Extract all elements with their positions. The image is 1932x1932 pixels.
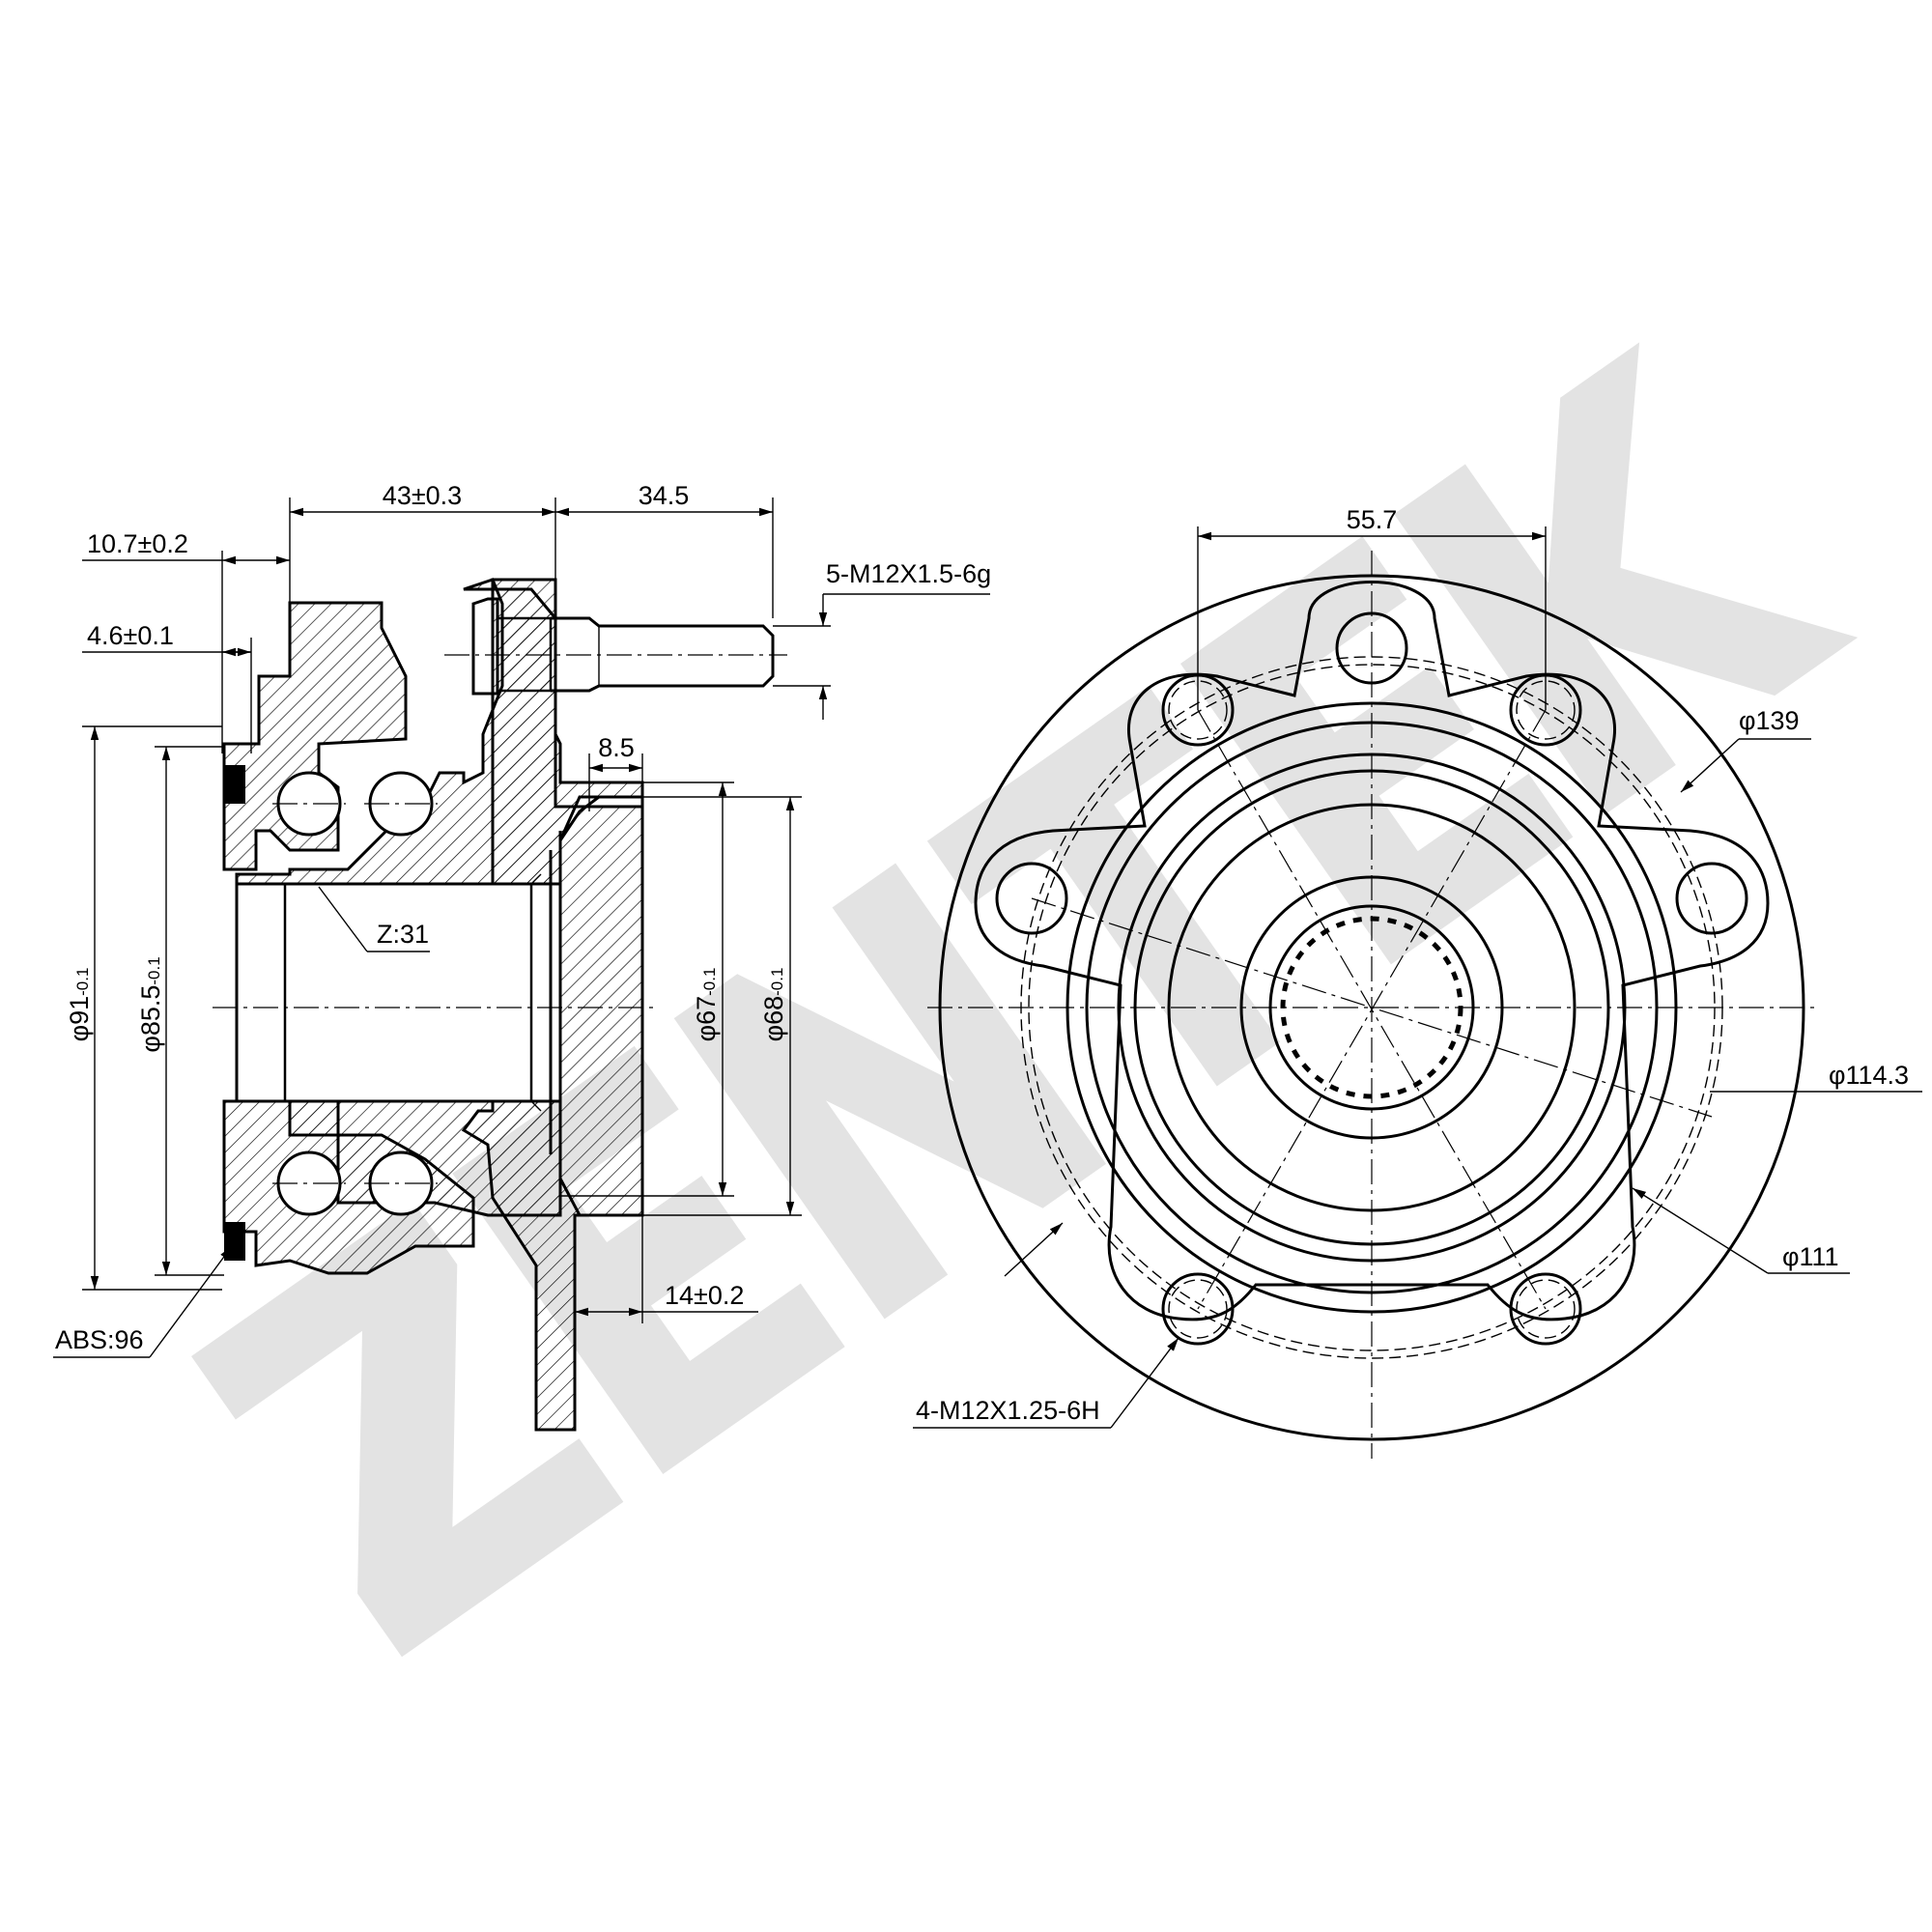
dim-dia-114-3: φ114.3 [1829, 1061, 1909, 1090]
dim-4-6: 4.6±0.1 [87, 621, 174, 650]
stud-holes [995, 611, 1748, 1346]
dim-14: 14±0.2 [665, 1281, 744, 1310]
front-view [927, 551, 1816, 1459]
bearing-balls [272, 771, 438, 1216]
dim-43: 43±0.3 [383, 481, 462, 510]
front-dimensions: 55.7 φ139 φ114.3 φ111 4-M12X1.25-6H [913, 505, 1922, 1429]
flange-cylinder [558, 795, 644, 1217]
upper-seal [224, 765, 245, 804]
dim-8-5: 8.5 [598, 733, 635, 762]
dim-55-7: 55.7 [1347, 505, 1398, 534]
dim-10-7: 10.7±0.2 [87, 529, 188, 558]
dim-dia-139: φ139 [1739, 706, 1800, 735]
dim-dia-91: φ91-0.1 [65, 968, 94, 1042]
watermark-logo [191, 342, 1859, 1658]
upper-housing [222, 601, 408, 871]
dim-abs: ABS:96 [55, 1325, 144, 1354]
side-dimensions: 43±0.3 34.5 10.7±0.2 4.6±0.1 8.5 5-M12X1… [53, 481, 991, 1358]
dim-thread-holes: 4-M12X1.25-6H [916, 1396, 1100, 1425]
dim-dia-68: φ68-0.1 [759, 968, 788, 1042]
flange-lobes [974, 581, 1770, 1321]
dim-34-5: 34.5 [639, 481, 690, 510]
hub-bore [235, 882, 562, 1103]
dim-dia-85-5: φ85.5-0.1 [136, 956, 165, 1052]
spline-bore [283, 882, 533, 1103]
dim-spline: Z:31 [377, 920, 429, 949]
side-section-view [213, 578, 787, 1432]
dim-dia-67: φ67-0.1 [692, 968, 721, 1042]
dim-dia-111: φ111 [1782, 1242, 1839, 1271]
dim-thread-stud: 5-M12X1.5-6g [826, 559, 991, 588]
lower-seal [224, 1222, 245, 1261]
